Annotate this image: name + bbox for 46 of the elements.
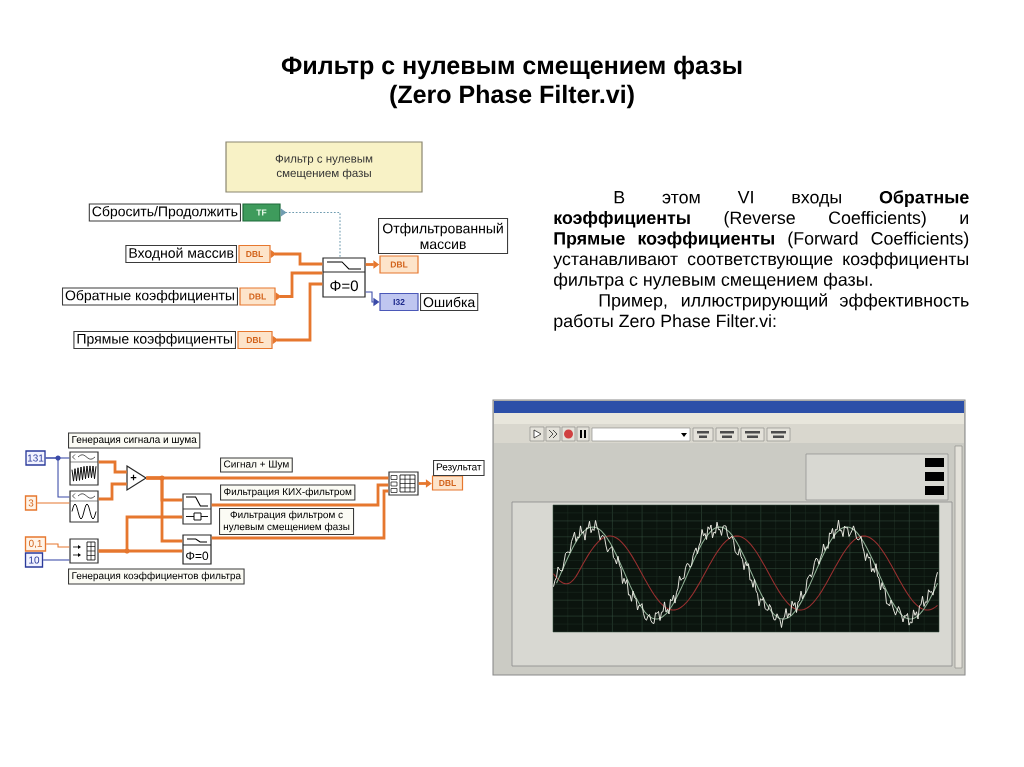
terminal-label: Прямые коэффициенты (73, 330, 236, 350)
paragraph: Пример, иллюстрирующий эффективность работы Zero Phase Filter.vi: (554, 293, 969, 331)
label-box: Фильтрация фильтром с нулевым смещением фазы (219, 507, 355, 536)
wire (211, 489, 389, 540)
control-terminal: DBL (237, 330, 273, 350)
wire (36, 502, 70, 504)
build-array-block (388, 471, 419, 496)
constant-box: 10 (24, 552, 44, 568)
constant-box: 3 (24, 495, 38, 511)
terminal-label: Отфильтрованный массив (378, 217, 509, 254)
label-box: Фильтрация КИХ-фильтром (220, 484, 356, 501)
label-box: Генерация сигнала и шума (68, 432, 201, 449)
terminal-label: Результат (433, 459, 485, 476)
wire (211, 483, 389, 507)
terminal-label: Входной массив (125, 244, 237, 264)
comment-box: Фильтр с нулевым смещением фазы (225, 141, 423, 193)
wire (98, 549, 183, 553)
constant-box: 131 (25, 450, 46, 466)
terminal-label: Обратные коэффициенты (61, 287, 238, 306)
wire (275, 271, 323, 301)
fir-filter-block (182, 493, 212, 525)
control-terminal: DBL (238, 244, 271, 264)
wire (98, 460, 127, 474)
indicator-terminal: I32 (379, 292, 419, 312)
control-terminal: TF (242, 203, 281, 222)
constant-box: 0,1 (24, 536, 47, 552)
label-box: Генерация коэффициентов фильтра (68, 568, 245, 585)
wire (280, 208, 341, 258)
signal-generator-block (69, 490, 99, 523)
wire (45, 543, 70, 548)
coefficient-generator-block (69, 538, 99, 564)
label-box: Сигнал + Шум (220, 457, 293, 473)
indicator-terminal: DBL (379, 255, 419, 274)
filter-block: Φ=0 (182, 534, 212, 565)
filter-block: Φ=0 (322, 257, 366, 298)
control-terminal: DBL (239, 287, 276, 306)
wire (42, 559, 70, 561)
terminal-label: Сбросить/Продолжить (88, 203, 241, 222)
title: Фильтр с нулевым смещением фазы (Zero Phase Filter.vi) (281, 55, 742, 109)
wire (45, 457, 70, 498)
wire (146, 476, 183, 543)
wire (272, 282, 323, 345)
wire (98, 482, 127, 501)
terminal-label: Ошибка (420, 292, 479, 312)
paragraph: В этом VI входы Обратные коэффициенты (Reverse Coefficients) и Прямые коэффициенты (Forward Coefficients) устанавливают соответствующие коэффициенты фильтра с нулевым смещением фазы. (553, 190, 969, 290)
signal-generator-block (69, 451, 99, 486)
